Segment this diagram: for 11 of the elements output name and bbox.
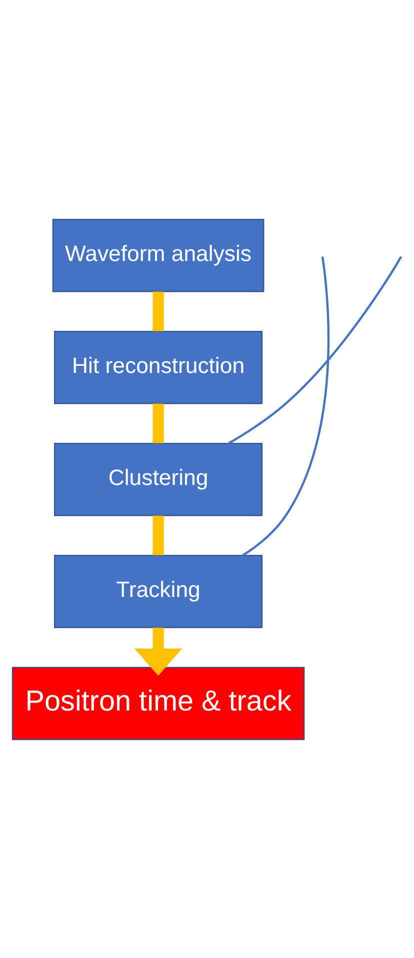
connector: [242, 256, 330, 556]
connector: [228, 256, 402, 444]
arrow: [134, 627, 182, 676]
node-box: Hit reconstruction: [54, 330, 263, 404]
node-box: Clustering: [54, 442, 263, 516]
connector: [152, 291, 164, 331]
connector: [152, 515, 164, 555]
node-box: Waveform analysis: [52, 218, 264, 292]
connector: [152, 403, 164, 443]
node-box: Positron time & track: [12, 666, 305, 740]
node-box: Tracking: [54, 554, 263, 628]
